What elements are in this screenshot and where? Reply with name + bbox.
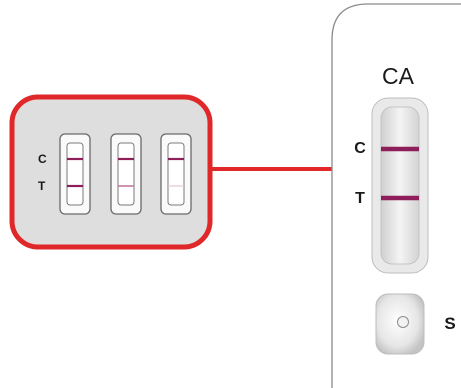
inset-strip-window [167, 142, 185, 206]
cassette-title: CA [382, 63, 415, 89]
sample-well-hole [397, 316, 409, 328]
inset-strip-positive [59, 133, 91, 215]
inset-test-label: T [38, 179, 46, 193]
result-window [380, 106, 420, 265]
control-label: C [354, 140, 366, 157]
test-cassette: CA C T S [331, 3, 461, 388]
inset-control-label: C [38, 152, 47, 166]
sample-label: S [444, 314, 455, 333]
inset-strip-negative [160, 133, 192, 215]
test-label: T [355, 190, 365, 207]
inset-strip-weak-positive [110, 133, 142, 215]
inset-callout: C T [9, 94, 213, 250]
inset-strip-window [117, 142, 135, 206]
inset-strip-window [66, 142, 84, 206]
